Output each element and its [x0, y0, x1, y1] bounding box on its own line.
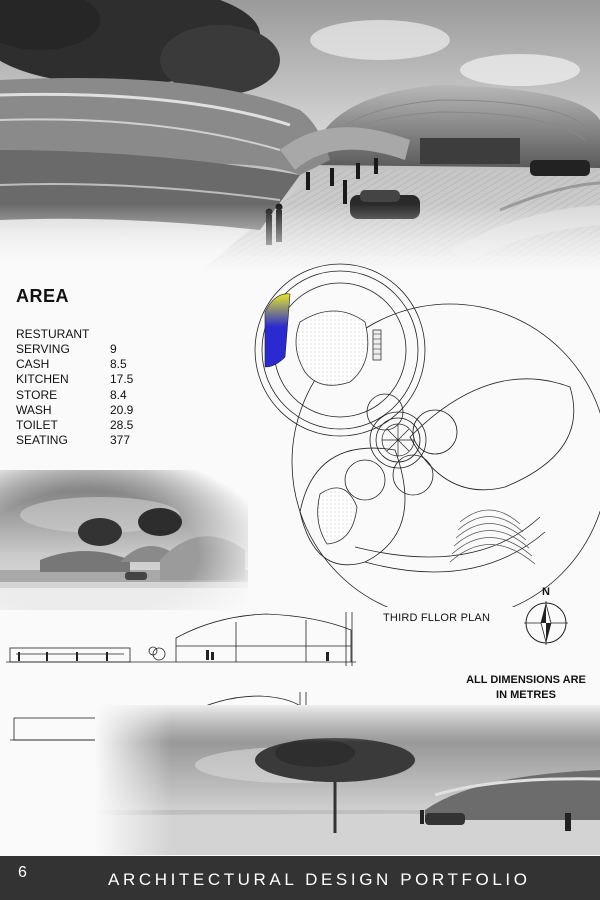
area-value: 377 — [110, 433, 131, 448]
north-letter: N — [542, 586, 550, 598]
area-schedule: AREA RESTURANT SERVING 9 CASH 8.5 KITCHEN 1… — [16, 286, 216, 448]
area-label: STORE — [16, 387, 58, 402]
plan-label: THIRD FLLOR PLAN — [383, 612, 491, 624]
area-label: TOILET — [16, 418, 58, 433]
area-title: AREA — [16, 286, 70, 306]
north-arrow: N — [520, 586, 572, 648]
area-label: WASH — [16, 402, 52, 417]
area-value: 9 — [110, 342, 117, 356]
north-arrow-icon — [524, 601, 568, 645]
page-number: 6 — [18, 864, 27, 881]
area-row: STORE 8.4 — [16, 388, 216, 403]
area-value: 8.4 — [110, 387, 127, 402]
dimensions-note-line2: IN METRES — [496, 689, 556, 701]
area-value: 28.5 — [110, 418, 134, 433]
area-label: SERVING — [16, 342, 70, 356]
area-row: WASH 20.9 — [16, 403, 216, 418]
section-elevation-drawing — [6, 608, 356, 670]
footer-bar: 6 ARCHITECTURAL DESIGN PORTFOLIO — [0, 856, 600, 900]
area-value: 17.5 — [110, 372, 134, 387]
dimensions-note: ALL DIMENSIONS ARE IN METRES — [452, 673, 600, 703]
area-value: 20.9 — [110, 402, 134, 417]
area-value: 8.5 — [110, 357, 127, 372]
area-row: SERVING 9 — [16, 342, 216, 357]
area-label: KITCHEN — [16, 372, 69, 387]
area-subtitle: RESTURANT — [16, 327, 90, 341]
hero-render-image — [0, 0, 600, 272]
area-row: CASH 8.5 — [16, 357, 216, 372]
plaza-render-image — [95, 705, 600, 855]
portfolio-title: ARCHITECTURAL DESIGN PORTFOLIO — [108, 870, 531, 889]
third-floor-plan-drawing — [245, 262, 600, 607]
area-row: SEATING 377 — [16, 433, 216, 448]
area-row: KITCHEN 17.5 — [16, 372, 216, 387]
exterior-render-image — [0, 470, 248, 610]
dimensions-note-line1: ALL DIMENSIONS ARE — [466, 674, 586, 686]
area-row: TOILET 28.5 — [16, 418, 216, 433]
area-label: CASH — [16, 357, 50, 372]
area-label: SEATING — [16, 433, 68, 448]
